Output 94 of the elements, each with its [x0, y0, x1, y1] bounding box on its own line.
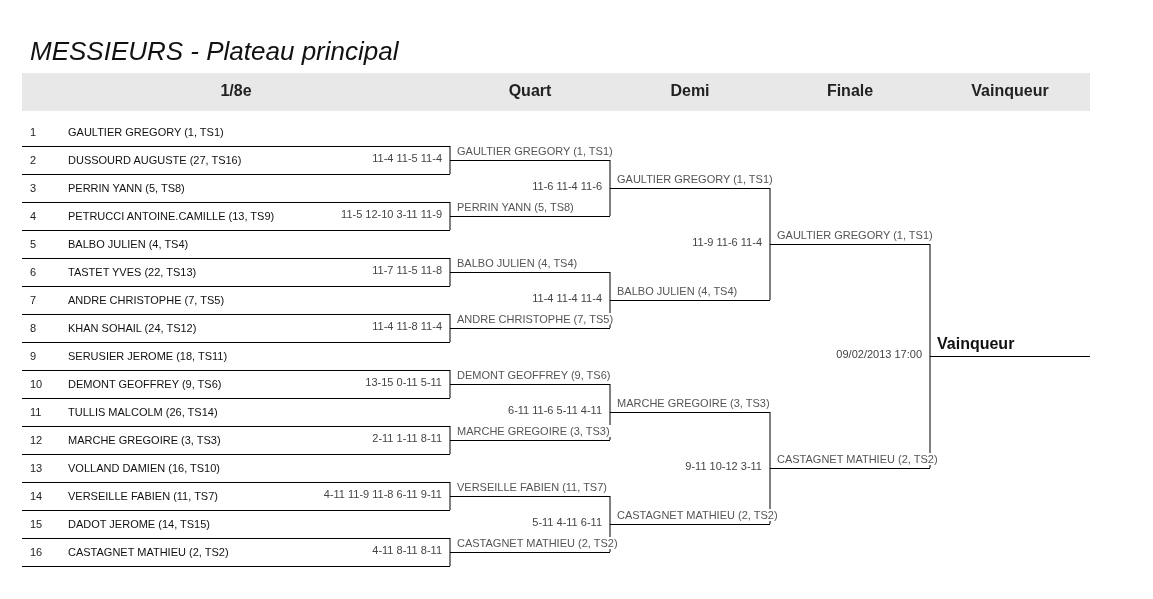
- bracket-line: [769, 243, 771, 301]
- player-name: DEMONT GEOFFREY (9, TS6): [68, 378, 223, 390]
- bracket-line: [449, 313, 451, 329]
- bracket-line: [769, 187, 771, 245]
- seed-number: 5: [29, 238, 38, 250]
- seed-number: 2: [29, 154, 38, 166]
- bracket-line: [609, 383, 611, 413]
- bracket-line: [449, 383, 451, 399]
- player-name: TULLIS MALCOLM (26, TS14): [68, 406, 219, 418]
- player-name: TASTET YVES (22, TS13): [68, 266, 198, 278]
- player-name: BALBO JULIEN (4, TS4): [68, 238, 190, 250]
- bracket-line: [929, 243, 931, 357]
- player-name: MARCHE GREGOIRE (3, TS3): [68, 434, 222, 446]
- bracket-line: [449, 215, 451, 231]
- column-heading: Demi: [670, 82, 710, 100]
- seed-number: 1: [29, 126, 38, 138]
- player-name: GAULTIER GREGORY (1, TS1): [777, 229, 934, 241]
- score-label: 9-11 10-12 3-11: [684, 460, 763, 472]
- player-name: VOLLAND DAMIEN (16, TS10): [68, 462, 221, 474]
- player-name: CASTAGNET MATHIEU (2, TS2): [457, 537, 619, 549]
- player-name: MARCHE GREGOIRE (3, TS3): [457, 425, 611, 437]
- score-label: 11-4 11-5 11-4: [371, 152, 443, 164]
- score-label: 6-11 11-6 5-11 4-11: [507, 404, 603, 416]
- bracket-line: [449, 145, 451, 161]
- bracket-line: [449, 159, 451, 175]
- bracket-line: [449, 327, 451, 343]
- player-name: PERRIN YANN (5, TS8): [457, 201, 575, 213]
- column-heading: Quart: [508, 82, 552, 100]
- seed-number: 14: [29, 490, 44, 502]
- player-name: GAULTIER GREGORY (1, TS1): [617, 173, 774, 185]
- player-name: GAULTIER GREGORY (1, TS1): [68, 126, 225, 138]
- score-label: 11-7 11-5 11-8: [371, 264, 443, 276]
- player-name: DEMONT GEOFFREY (9, TS6): [457, 369, 612, 381]
- player-name: PETRUCCI ANTOINE.CAMILLE (13, TS9): [68, 210, 276, 222]
- player-name: BALBO JULIEN (4, TS4): [617, 285, 739, 297]
- bracket-title: MESSIEURS - Plateau principal: [30, 36, 399, 67]
- player-name: VERSEILLE FABIEN (11, TS7): [457, 481, 608, 493]
- player-name: PERRIN YANN (5, TS8): [68, 182, 186, 194]
- seed-number: 9: [29, 350, 38, 362]
- score-label: 11-9 11-6 11-4: [691, 236, 763, 248]
- seed-number: 6: [29, 266, 38, 278]
- seed-number: 16: [29, 546, 44, 558]
- bracket-line: [449, 257, 451, 273]
- player-name: CASTAGNET MATHIEU (2, TS2): [777, 453, 939, 465]
- bracket-line: [449, 439, 451, 455]
- player-name: CASTAGNET MATHIEU (2, TS2): [68, 546, 230, 558]
- player-name: SERUSIER JEROME (18, TS11): [68, 350, 229, 362]
- seed-number: 8: [29, 322, 38, 334]
- bracket-line: [449, 551, 451, 567]
- score-label: 11-4 11-8 11-4: [371, 320, 443, 332]
- bracket-line: [609, 495, 611, 525]
- seed-number: 12: [29, 434, 44, 446]
- score-label: 2-11 1-11 8-11: [371, 432, 443, 444]
- score-label: 5-11 4-11 6-11: [531, 516, 603, 528]
- seed-number: 7: [29, 294, 38, 306]
- bracket-line: [609, 187, 611, 217]
- player-name: ANDRE CHRISTOPHE (7, TS5): [68, 294, 226, 306]
- bracket-line: [449, 481, 451, 497]
- player-name: DADOT JEROME (14, TS15): [68, 518, 212, 530]
- bracket-line: [609, 271, 611, 301]
- player-name: MARCHE GREGOIRE (3, TS3): [617, 397, 771, 409]
- seed-number: 10: [29, 378, 44, 390]
- bracket-line: [609, 159, 611, 189]
- score-label: 09/02/2013 17:00: [835, 348, 923, 360]
- score-label: 4-11 8-11 8-11: [371, 544, 443, 556]
- score-label: 4-11 11-9 11-8 6-11 9-11: [322, 488, 443, 500]
- bracket-line: [449, 537, 451, 553]
- bracket-line: [449, 369, 451, 385]
- player-name: VERSEILLE FABIEN (11, TS7): [68, 490, 219, 502]
- column-heading: 1/8e: [220, 82, 252, 100]
- bracket-line: [769, 411, 771, 469]
- seed-number: 15: [29, 518, 44, 530]
- player-name: BALBO JULIEN (4, TS4): [457, 257, 579, 269]
- seed-number: 4: [29, 210, 38, 222]
- seed-number: 11: [29, 406, 43, 418]
- player-name: CASTAGNET MATHIEU (2, TS2): [617, 509, 779, 521]
- seed-number: 13: [29, 462, 44, 474]
- bracket-line: [449, 495, 451, 511]
- seed-number: 3: [29, 182, 38, 194]
- bracket-line: [449, 201, 451, 217]
- bracket-line: [449, 425, 451, 441]
- player-name: GAULTIER GREGORY (1, TS1): [457, 145, 614, 157]
- score-label: 11-5 12-10 3-11 11-9: [340, 208, 443, 220]
- column-heading: Vainqueur: [971, 82, 1049, 100]
- column-heading: Finale: [826, 82, 874, 100]
- player-name: KHAN SOHAIL (24, TS12): [68, 322, 198, 334]
- score-label: 11-6 11-4 11-6: [531, 180, 603, 192]
- bracket-line: [929, 355, 931, 469]
- player-name: ANDRE CHRISTOPHE (7, TS5): [457, 313, 615, 325]
- score-label: 11-4 11-4 11-4: [531, 292, 603, 304]
- score-label: 13-15 0-11 5-11: [364, 376, 443, 388]
- bracket-line: [449, 271, 451, 287]
- winner-label: Vainqueur: [937, 335, 1016, 353]
- player-name: DUSSOURD AUGUSTE (27, TS16): [68, 154, 243, 166]
